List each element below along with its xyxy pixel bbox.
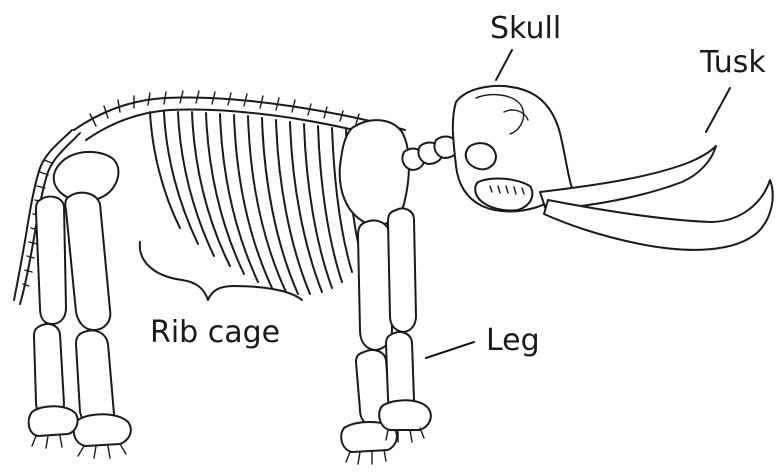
rib-cage-label: Rib cage: [150, 315, 280, 350]
skull-label: Skull: [490, 11, 561, 46]
tusk-label: Tusk: [699, 45, 766, 80]
neck-vertebrae: [402, 137, 458, 170]
rib-cage: [150, 112, 362, 294]
tusk-leader-line: [706, 88, 730, 132]
leg-label: Leg: [486, 323, 540, 358]
tusks: [540, 146, 773, 250]
leg-leader-line: [426, 342, 474, 358]
skull-leader-line: [496, 50, 512, 80]
